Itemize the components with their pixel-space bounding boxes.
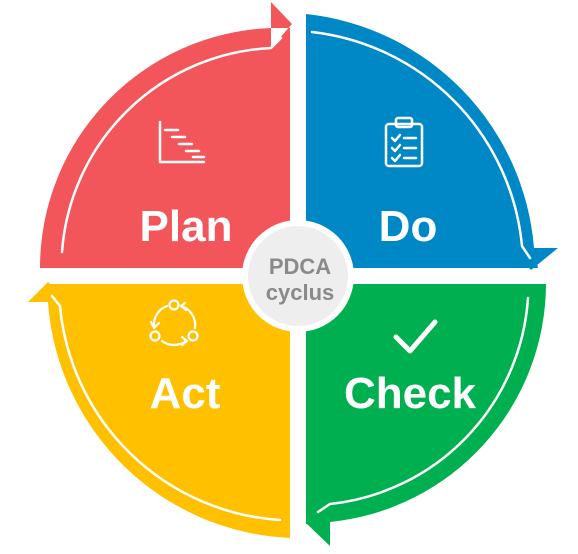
check-arc-shape [306, 284, 546, 546]
clipboard-checklist-icon [384, 116, 424, 168]
check-label: Check [344, 369, 477, 418]
do-arc-shape [306, 14, 558, 270]
do-label: Do [379, 202, 438, 251]
center-title: PDCA [269, 254, 331, 279]
act-label: Act [150, 369, 221, 418]
do-inner-arrow-line [310, 30, 532, 260]
center-badge: PDCA cyclus [242, 220, 354, 332]
plan-inner-arrow-line [60, 36, 283, 254]
center-inner-circle [248, 226, 348, 326]
quadrant-act: Act [28, 282, 290, 538]
plan-arc-shape [39, 2, 292, 268]
act-inner-arrow-line [50, 294, 282, 522]
check-inner-arrow-line [316, 296, 530, 514]
quadrant-do: Do [306, 14, 558, 270]
act-arc-shape [28, 282, 290, 538]
quadrant-plan: Plan [39, 2, 292, 268]
quadrant-check: Check [306, 284, 546, 546]
checkmark-icon [393, 319, 438, 354]
plan-label: Plan [140, 202, 233, 251]
cycle-arrows-icon [149, 299, 199, 347]
gantt-chart-icon [158, 120, 206, 164]
center-subtitle: cyclus [266, 280, 335, 305]
